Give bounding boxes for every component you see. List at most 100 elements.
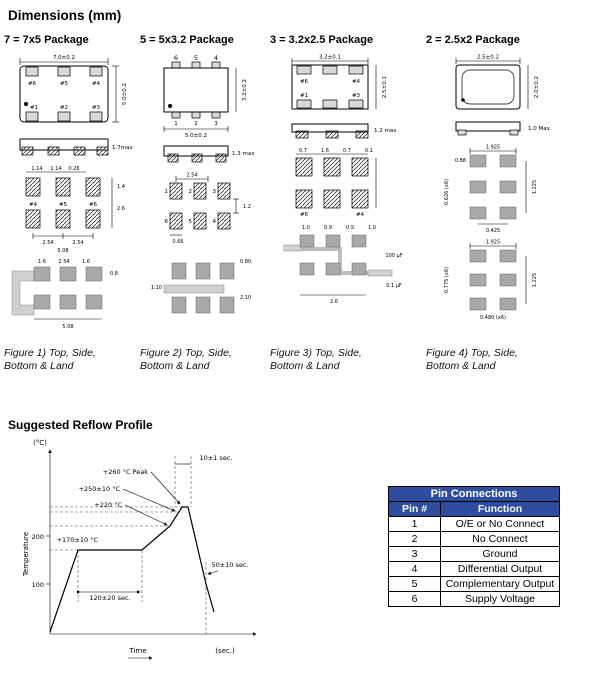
pkg1-heading: 7 = 7x5 Package — [4, 34, 89, 46]
pkg2-bottom-dim-c: 0.66 — [172, 239, 183, 245]
pkg1-pin1-marker-dot — [24, 102, 28, 106]
pkg3-bottom-pin4-label: #4 — [356, 212, 365, 218]
pkg3-bottom-pads — [295, 157, 369, 209]
pin-function-cell: Supply Voltage — [440, 591, 560, 607]
pkg4-land-dim-a: 1.925 — [486, 240, 500, 246]
pkg3-pin1-label: #1 — [300, 93, 308, 99]
pkg2-heading: 5 = 5x3.2 Package — [140, 34, 234, 46]
pkg1-bottom-dim-e: 2.6 — [117, 206, 125, 212]
pkg2-bottom-view-drawing: 2.54 1 2 3 6 5 4 1.2 0.66 — [165, 173, 251, 246]
pkg1-side-pads — [21, 146, 109, 156]
reflow-profile-chart: 200 100 (°C) Temperature Time (sec.) +26… — [22, 439, 257, 660]
y-axis-label: Temperature — [22, 532, 30, 577]
pkg1-land-pads — [33, 266, 103, 310]
pkg4-bottom-dim-b: 0.88 — [455, 158, 466, 164]
pkg3-land-dim-a: 1.0 — [302, 225, 310, 231]
y-tick-200: 200 — [32, 533, 44, 541]
y-tick-100: 100 — [32, 581, 44, 589]
pkg4-side-view-drawing: 1.0 Max. — [455, 121, 552, 136]
pkg4-land-dim-c: 1.225 — [532, 273, 538, 287]
package-column-3.2x2.5: 3 = 3.2x2.5 Package 3.2±0.1 #6 #4 #1 #3 … — [270, 34, 420, 374]
pkg2-bottom-pin6-label: 6 — [165, 219, 169, 225]
pkg4-land-dim-d: 0.480 (x6) — [480, 315, 506, 321]
pin-table-row-3: 3 Ground — [388, 546, 560, 562]
pkg2-body-outline — [163, 67, 229, 113]
pin-connections-table: Pin Connections Pin # Function 1 O/E or … — [388, 486, 560, 607]
pkg4-bottom-dim-c: 1.225 — [532, 180, 538, 194]
pkg4-side-height-dim: 1.0 Max. — [528, 126, 552, 132]
pkg1-bottom-pin5-label: #5 — [59, 202, 68, 208]
pkg3-top-view-drawing: 3.2±0.1 #6 #4 #1 #3 2.5±0.1 — [291, 55, 388, 110]
pin-function-cell: Differential Output — [440, 561, 560, 577]
pkg3-heading: 3 = 3.2x2.5 Package — [270, 34, 374, 46]
pkg4-bottom-dim-e: 0.425 — [486, 228, 500, 234]
pkg1-land-dim-a: 1.6 — [38, 259, 46, 265]
pkg3-side-height-dim: 1.2 max — [374, 128, 397, 134]
pin-function-cell: No Connect — [440, 531, 560, 547]
pkg4-side-pads — [457, 129, 519, 136]
pkg3-land-trace-left — [283, 244, 303, 252]
package-column-7x5: 7 = 7x5 Package 7.0±0.2 #6 #5 #4 #1 #2 #… — [4, 34, 136, 374]
pin-number-cell: 2 — [388, 531, 441, 547]
pkg4-land-pads — [469, 249, 517, 311]
pkg4-lid-outline — [461, 69, 515, 105]
pkg1-land-trace — [11, 270, 35, 316]
pkg4-bottom-dim-d: 0.626 (x6) — [444, 179, 450, 205]
pkg4-land-pattern-drawing: 1.925 0.775 (x6) 1.225 0.480 (x6) — [444, 240, 538, 322]
pkg3-side-pads — [295, 130, 369, 139]
pin-table-row-6: 6 Supply Voltage — [388, 591, 560, 607]
pkg4-pin1-marker-dot — [461, 98, 465, 102]
reflow-section-title: Suggested Reflow Profile — [8, 418, 153, 432]
page-title: Dimensions (mm) — [8, 8, 122, 23]
pin-table-title: Pin Connections — [388, 486, 560, 502]
ann-120: 120±20 sec. — [89, 594, 130, 602]
function-column-header: Function — [440, 501, 560, 517]
y-axis-unit: (°C) — [33, 439, 47, 447]
pkg1-pin1-label: #1 — [30, 105, 38, 111]
ann-220: +220 °C — [94, 501, 122, 509]
pkg1-bottom-dim-h: 5.08 — [57, 248, 68, 254]
pkg3-land-dim-b: 0.9 — [324, 225, 332, 231]
pin-table-row-4: 4 Differential Output — [388, 561, 560, 577]
pkg3-top-height-dim: 2.5±0.1 — [382, 76, 388, 98]
pkg1-land-dim-e: 5.08 — [62, 324, 73, 330]
pkg3-bottom-dim-a: 0.7 — [299, 148, 307, 154]
pkg1-pin4-label: #4 — [92, 81, 101, 87]
package-drawings-row: 7 = 7x5 Package 7.0±0.2 #6 #5 #4 #1 #2 #… — [4, 34, 586, 374]
pkg1-pin3-label: #3 — [92, 105, 101, 111]
pkg4-body-outline — [455, 64, 521, 110]
pkg1-bottom-pin4-label: #4 — [29, 202, 38, 208]
pkg1-top-height-dim: 5.0±0.2 — [122, 83, 128, 105]
pkg2-bottom-dim-b: 1.2 — [243, 204, 251, 210]
package-column-5x3.2: 5 = 5x3.2 Package 6 5 4 1 2 3 5.0±0.2 3.… — [140, 34, 266, 374]
pkg3-pin6-label: #6 — [300, 79, 309, 85]
pkg1-body-outline — [19, 65, 109, 123]
pin-number-cell: 3 — [388, 546, 441, 562]
pkg3-figure-caption: Figure 3) Top, Side, Bottom & Land — [270, 346, 362, 373]
pkg2-top-width-dim: 5.0±0.2 — [185, 133, 207, 138]
pkg2-side-view-drawing: 1.3 max — [163, 145, 255, 163]
ann-250: +250±10 °C — [79, 485, 121, 493]
pkg2-land-dim-c: 2.10 — [240, 295, 251, 301]
pkg2-bottom-pin5-label: 5 — [189, 219, 193, 225]
pkg1-figure-caption: Figure 1) Top, Side, Bottom & Land — [4, 346, 96, 373]
pkg3-side-view-drawing: 1.2 max — [291, 123, 397, 139]
pkg2-pin5-label: 5 — [194, 54, 198, 62]
pkg4-side-body — [455, 121, 521, 132]
pkg2-pin1-marker-dot — [168, 104, 172, 108]
pkg3-land-dim-e: 2.6 — [330, 299, 338, 305]
pkg1-side-body — [19, 138, 109, 151]
pkg1-bottom-dim-b: 1.14 — [50, 166, 61, 172]
pkg2-land-pads — [171, 262, 235, 314]
pkg2-land-pattern-drawing: 0.80 1.10 2.10 — [151, 259, 251, 314]
pkg2-pin2-label: 2 — [194, 121, 198, 127]
pkg4-bottom-pads — [469, 154, 517, 220]
ann-170: +170±10 °C — [57, 536, 99, 544]
pkg2-side-height-dim: 1.3 max — [232, 151, 255, 157]
pkg1-bottom-view-drawing: 1.14 1.14 0.26 #4 #5 #6 1.4 2.6 2.54 2.5… — [25, 166, 125, 254]
pkg1-side-view-drawing: 1.7max — [19, 138, 133, 156]
pin-number-cell: 1 — [388, 516, 441, 532]
pin-function-cell: O/E or No Connect — [440, 516, 560, 532]
pin-number-cell: 4 — [388, 561, 441, 577]
pkg1-side-height-dim: 1.7max — [112, 145, 133, 151]
